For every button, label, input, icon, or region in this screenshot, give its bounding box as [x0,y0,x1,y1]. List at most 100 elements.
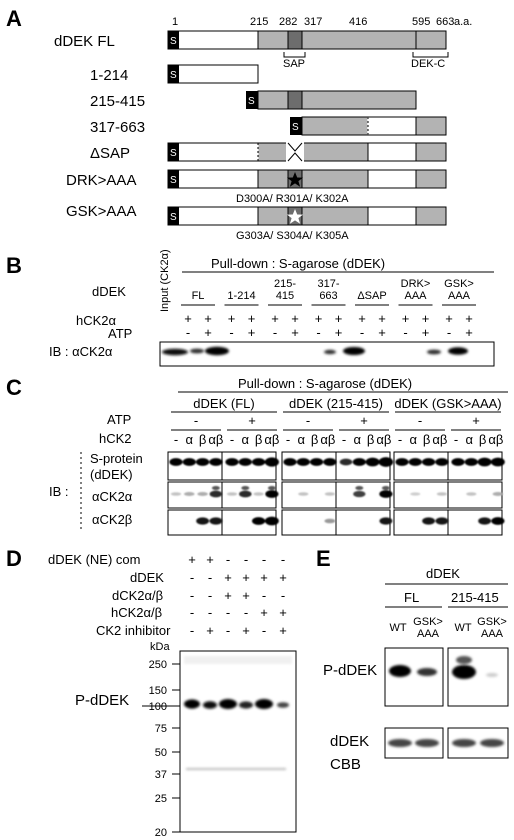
hck2-lane-c-4-1: α [410,432,418,447]
hck2-lane-c-3-2: β [367,432,374,447]
sap-bracket [283,52,306,58]
construct-label-317-663: 317-663 [90,119,145,136]
sign-d-0-2: - [226,552,230,567]
hck2-lane-c-4-0: - [398,432,402,447]
sign-d-3-5: + [279,605,287,620]
sap-label: SAP [283,58,305,70]
panel-c-label: C [6,375,22,400]
sign-d-4-2: - [226,623,230,638]
atp-sign-b-8: - [360,325,364,340]
hck2-lane-c-0-0: - [174,432,178,447]
blot-c-band [378,457,394,467]
atp-sign-b-12: - [447,325,451,340]
atp-sign-b-4: - [273,325,277,340]
group-label-b-5: DRK>AAA [401,278,431,302]
hck2-lane-c-2-0: - [286,432,290,447]
blot-c-band [265,490,279,498]
kda-label: kDa [150,641,170,653]
ruler-416: 416 [349,16,367,28]
panel-c: C Pull-down : S-agarose (dDEK) ATP hCK2 … [6,375,508,536]
atp-sign-c-2: - [306,413,310,428]
hck2-lane-c-4-2: β [423,432,430,447]
blot-c-band [209,490,223,498]
construct-label-fl: dDEK FL [54,33,115,50]
blot-c-band [324,518,336,524]
group-label-b-4: ΔSAP [357,290,386,302]
hck2a-sign-11: + [422,311,430,326]
blot-c-band-upper [211,486,220,490]
sign-d-2-0: - [190,588,194,603]
atp-sign-b-10: - [403,325,407,340]
panel-c-header: dDEK (FL)dDEK (215-415)dDEK (GSK>AAA)--α… [171,396,503,447]
blot-c-band [352,458,366,466]
marker-150: 150 [149,685,167,697]
ruler-595: 595 [412,16,430,28]
sign-d-2-4: - [262,588,266,603]
blot-c-band [365,457,380,467]
hck2a-sign-8: + [358,311,366,326]
atp-sign-b-9: + [378,325,386,340]
panel-c-blots [167,451,505,536]
blot-c-band [435,517,449,525]
panel-d-label: D [6,546,22,571]
hck2-lane-c-0-1: α [186,432,194,447]
hck2a-sign-12: + [445,311,453,326]
ib-label-c: IB : [49,484,69,499]
sign-d-3-3: - [244,605,248,620]
group-label-fl-e: FL [404,590,419,605]
blot-c-band [197,492,208,496]
marker-20: 20 [155,827,167,839]
blot-c-band [209,458,223,466]
blot-c-band [422,517,436,525]
row-label-hck2a: hCK2α [76,313,117,328]
blot-c-band [226,492,238,496]
row-label-atp-c: ATP [107,412,131,427]
row-label-ddek-d: dDEK [130,570,164,585]
group-label-c-2: dDEK (GSK>AAA) [394,396,501,411]
sign-d-3-1: - [208,605,212,620]
atp-sign-c-0: - [194,413,198,428]
hck2a-sign-7: + [335,311,343,326]
hck2-lane-c-0-2: β [199,432,206,447]
blot-c-band [310,458,324,466]
blot-c-band [435,458,449,466]
panel-b-signs: ++++++++++++++-+-+-+-+-+-+-+ [184,311,473,340]
sign-d-0-0: + [188,552,196,567]
sign-d-1-0: - [190,570,194,585]
construct-bar-dsap: S [167,142,447,162]
blot-c-band [182,458,196,466]
hck2-lane-c-1-0: - [230,432,234,447]
group-label-b-3: 317-663 [317,278,339,302]
construct-bar-gsk: S [167,206,447,226]
hck2-lane-c-5-2: β [479,432,486,447]
row-label-inhibitor: CK2 inhibitor [96,623,171,638]
blot-c-band [323,458,337,466]
atp-sign-b-6: - [316,325,320,340]
sign-d-2-5: - [281,588,285,603]
sign-d-3-2: - [226,605,230,620]
hck2-lane-c-2-2: β [311,432,318,447]
blot-c-band [252,517,266,525]
atp-sign-b-3: + [248,325,256,340]
group-label-b-2: 215-415 [274,278,296,302]
hck2-lane-c-3-0: - [342,432,346,447]
blot-c-band [379,490,393,498]
blot-c-band [490,457,505,467]
blot-c-band [353,490,366,498]
sign-d-1-3: + [242,570,250,585]
marker-25: 25 [155,793,167,805]
s-tag-317-663: S [292,122,299,133]
hck2a-sign-3: + [248,311,256,326]
sign-d-4-1: + [206,623,214,638]
row-label-ddek: dDEK [92,284,126,299]
group-label-c-1: dDEK (215-415) [289,396,383,411]
hck2-lane-c-4-3: αβ [432,432,447,447]
atp-sign-b-0: - [186,325,190,340]
panel-d: D dDEK (NE) com dDEK dCK2α/β hCK2α/β CK2… [6,546,297,839]
atp-sign-c-5: + [472,413,480,428]
row-label-dck2ab: dCK2α/β [112,588,163,603]
